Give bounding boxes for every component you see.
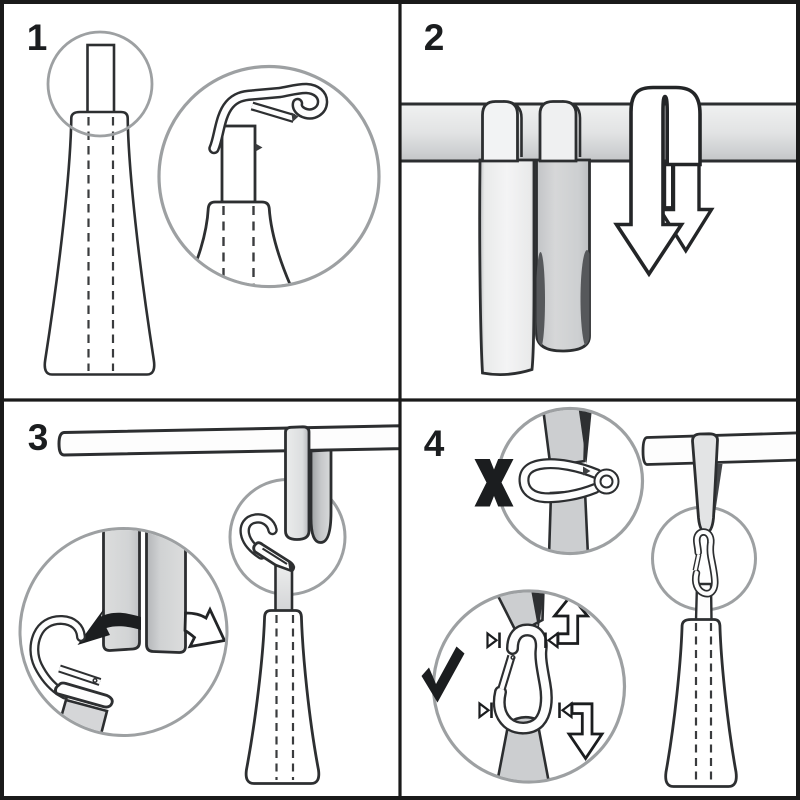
svg-text:1: 1 — [27, 17, 48, 58]
svg-text:2: 2 — [424, 17, 445, 58]
svg-text:4: 4 — [424, 423, 445, 464]
svg-text:3: 3 — [28, 417, 49, 458]
